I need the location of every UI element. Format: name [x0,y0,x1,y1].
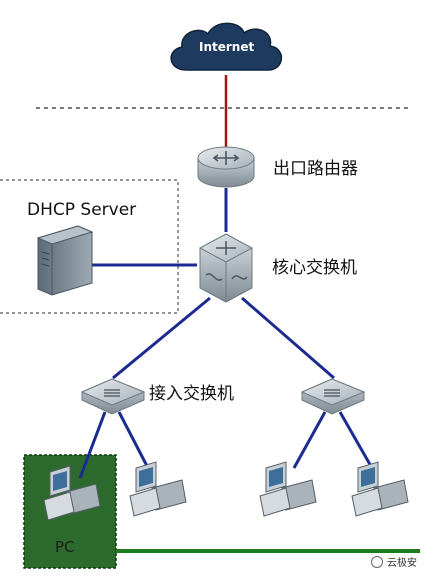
pc-icon [351,461,409,517]
access-pc4-link [338,411,374,469]
access-pc1-link [78,411,107,479]
wechat-icon [371,555,383,568]
core-access-left-link [112,296,211,380]
access-switch-label: 接入交换机 [149,384,234,404]
router-icon [197,146,255,188]
watermark: 云极安 [371,554,417,569]
watermark-text: 云极安 [387,558,417,569]
access-pc3-link [292,411,327,469]
access-switch-left-icon [80,378,146,415]
core-switch-icon [198,233,254,303]
core-access-right-link [241,296,335,380]
pc-icon [129,461,187,517]
exit-router-label: 出口路由器 [273,159,358,179]
internet-cloud [170,22,283,71]
access-pc2-link [117,411,150,469]
access-switch-right-icon [300,378,366,415]
dhcp-server-label: DHCP Server [27,200,137,220]
internet-label: Internet [199,40,255,54]
pc-icon [43,465,101,521]
server-icon [36,225,94,296]
pc-label: PC [55,538,75,556]
pc-icon [259,461,317,517]
core-switch-label: 核心交换机 [272,258,357,278]
